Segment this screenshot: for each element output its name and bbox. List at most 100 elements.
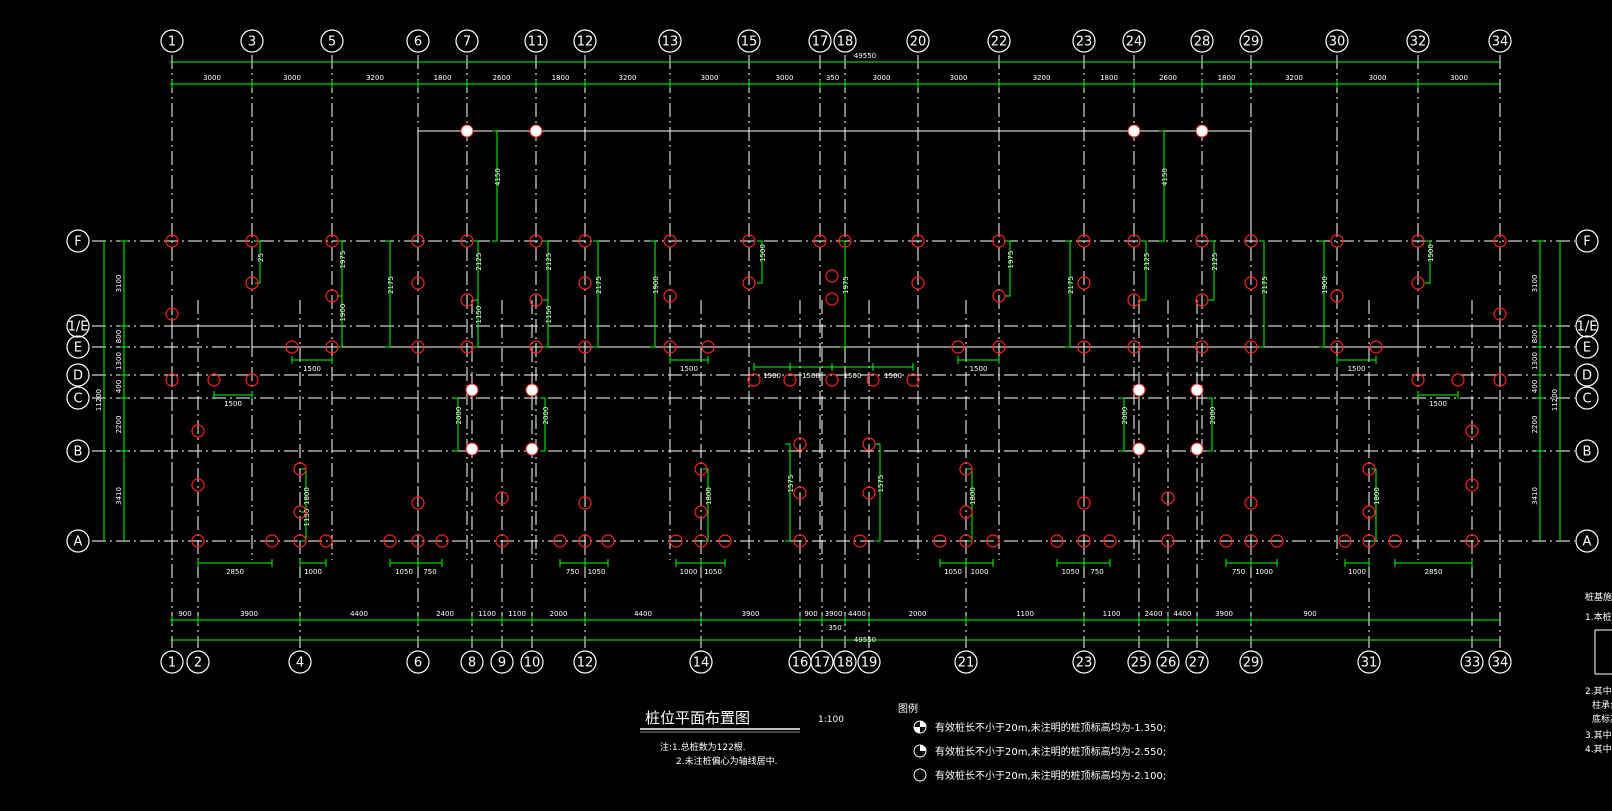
local-dim-value: 2125 — [1143, 253, 1151, 271]
local-dim-value: 1150 — [545, 306, 553, 324]
right-dim-value: 3100 — [1531, 275, 1539, 293]
axis-top-34-circle — [1488, 29, 1512, 53]
local-dim-value: 1800 — [705, 487, 713, 505]
axis-left-B-label: B — [74, 445, 83, 460]
axis-top-3-circle — [240, 29, 264, 53]
axis-bottom-27-circle — [1185, 650, 1209, 674]
axis-top-3-label: 3 — [248, 35, 256, 50]
local-hdim-value: 1000 — [1255, 568, 1273, 576]
note-line-2: 2.未注桩偏心为轴线居中. — [676, 755, 777, 767]
local-hdim-value: 1000 — [304, 568, 322, 576]
bottom-dim-value: 1100 — [1103, 610, 1121, 618]
axis-top-32-circle — [1406, 29, 1430, 53]
local-hdim-value: 1500 — [224, 400, 242, 408]
axis-right-F-circle — [1575, 229, 1599, 253]
pile-marker — [293, 505, 307, 519]
local-dim-value: 1150 — [475, 306, 483, 324]
axis-right-D-circle — [1575, 363, 1599, 387]
axis-right-1/E-label: 1/E — [1577, 320, 1598, 335]
top-dim-value: 1800 — [1218, 74, 1236, 82]
axis-top-23-circle — [1072, 29, 1096, 53]
top-dim-value: 3000 — [776, 74, 794, 82]
axis-left-1/E-circle — [66, 314, 90, 338]
local-dim-value: 1800 — [969, 487, 977, 505]
pile-marker — [992, 340, 1006, 354]
bottom-dim-value: 900 — [178, 610, 191, 618]
local-hdim-value: 1000 — [680, 568, 698, 576]
axis-top-15-label: 15 — [741, 35, 758, 50]
local-hdim-value: 1050 — [1062, 568, 1080, 576]
pile-marker — [601, 534, 615, 548]
local-dim-value: 1500 — [1427, 244, 1435, 262]
local-dim-bracket — [1425, 240, 1431, 284]
legend-item-2: 有效桩长不小于20m,未注明的桩顶标高均为-2.550; — [935, 745, 1166, 758]
local-hdim-value: 750 — [423, 568, 436, 576]
axis-bottom-1-label: 1 — [168, 656, 176, 671]
pile-marker — [265, 534, 279, 548]
bottom-dim-value: 2000 — [550, 610, 568, 618]
axis-top-18-label: 18 — [837, 35, 854, 50]
side-note-2: 1.本桩基 — [1585, 611, 1612, 623]
local-dim-bracket — [492, 130, 498, 242]
axis-top-5-label: 5 — [328, 35, 336, 50]
axis-bottom-18-label: 18 — [837, 656, 854, 671]
pile-marker — [325, 234, 339, 248]
pile-marker — [1195, 340, 1209, 354]
pile-marker — [245, 276, 259, 290]
pile-marker — [663, 289, 677, 303]
axis-top-30-label: 30 — [1329, 35, 1346, 50]
pile-marker — [783, 373, 797, 387]
axis-right-F-label: F — [1583, 235, 1590, 250]
bottom-dim-value: 1100 — [478, 610, 496, 618]
pile-marker — [1362, 462, 1376, 476]
local-dim-bracket — [540, 397, 546, 452]
pile-type-b-marker — [1190, 442, 1204, 456]
local-hdim-value: 1000 — [1348, 568, 1366, 576]
pile-type-b-marker — [1132, 383, 1146, 397]
axis-top-7-label: 7 — [463, 35, 471, 50]
left-dim-value: 1300 — [115, 352, 123, 370]
pile-marker — [793, 437, 807, 451]
axis-top-11-circle — [524, 29, 548, 53]
axis-left-C-label: C — [73, 392, 82, 407]
local-dim-bracket — [1119, 397, 1125, 452]
axis-bottom-25-circle — [1127, 650, 1151, 674]
top-dim-value: 1800 — [552, 74, 570, 82]
pile-type-a-marker — [529, 124, 543, 138]
axis-bottom-2-circle — [186, 650, 210, 674]
axis-bottom-18-circle — [833, 650, 857, 674]
local-dim-bracket — [1159, 130, 1165, 242]
pile-marker — [1195, 293, 1209, 307]
axis-bottom-10-label: 10 — [524, 656, 541, 671]
axis-right-E-circle — [1575, 335, 1599, 359]
axis-top-30-circle — [1325, 29, 1349, 53]
bottom-dim-value: 3900 — [825, 610, 843, 618]
top-dim-value: 1800 — [1100, 74, 1118, 82]
pile-marker — [191, 478, 205, 492]
axis-bottom-34-circle — [1488, 650, 1512, 674]
pile-marker — [825, 292, 839, 306]
axis-bottom-6-circle — [406, 650, 430, 674]
local-dim-value: 1975 — [842, 276, 850, 294]
pile-marker — [165, 234, 179, 248]
axis-bottom-4-circle — [288, 650, 312, 674]
pile-marker — [411, 340, 425, 354]
local-hdim-value: 1050 — [395, 568, 413, 576]
local-hdim-value: 1500 — [844, 372, 862, 380]
pile-marker — [1362, 505, 1376, 519]
local-dim-bracket — [1005, 240, 1011, 297]
axis-right-A-circle — [1575, 529, 1599, 553]
pile-marker — [825, 373, 839, 387]
pile-marker — [411, 276, 425, 290]
axis-bottom-10-circle — [520, 650, 544, 674]
pile-marker — [1411, 276, 1425, 290]
pile-marker — [911, 234, 925, 248]
axis-bottom-2-label: 2 — [194, 656, 202, 671]
axis-bottom-21-label: 21 — [958, 656, 975, 671]
local-dim-bracket — [453, 397, 459, 452]
local-dim-bracket — [1371, 468, 1377, 542]
axis-top-11-label: 11 — [528, 35, 545, 50]
axis-top-29-label: 29 — [1243, 35, 1260, 50]
axis-grid — [92, 55, 1575, 648]
pile-marker — [1077, 496, 1091, 510]
